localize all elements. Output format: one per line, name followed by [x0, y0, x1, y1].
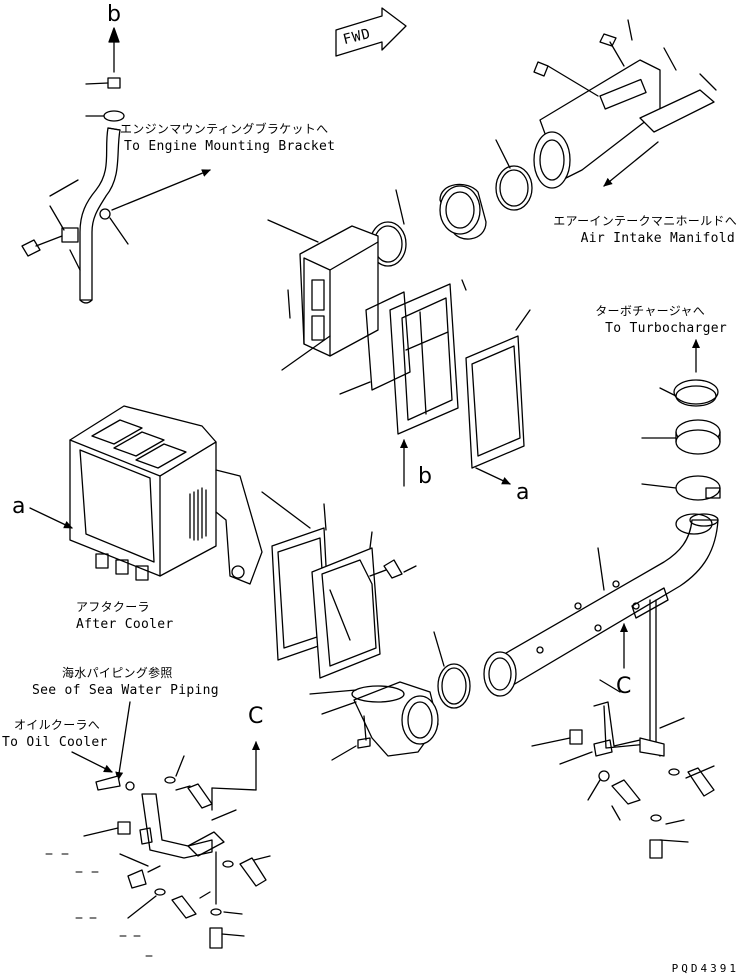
- leader-oil-cooler: [71, 751, 113, 773]
- intake-housing: [267, 219, 379, 371]
- intake-sleeve: [369, 139, 533, 267]
- leader-a-right: [475, 467, 511, 485]
- leader-air-intake: [603, 141, 659, 187]
- after-cooler: [69, 405, 263, 585]
- aftercooler-en-label: After Cooler: [76, 617, 174, 632]
- main-pipe: [483, 513, 719, 697]
- arrow-up-icon: [108, 27, 120, 73]
- marker-b-mid: b: [418, 464, 433, 489]
- gasket-a: [465, 309, 531, 469]
- marker-b-top: b: [107, 2, 122, 27]
- hose-fitting: [21, 77, 129, 304]
- leader-a-left: [29, 507, 73, 529]
- fwd-arrow-badge: [335, 7, 407, 57]
- leader-engine-mount: [111, 169, 211, 211]
- turbo-clamps: [641, 379, 721, 501]
- leader-cooler-gasket: [261, 491, 311, 529]
- aftercooler-jp-label: アフタクーラ: [76, 600, 150, 614]
- sea-water-jp-label: 海水パイピング参照: [62, 666, 173, 680]
- air-intake-en-label: Air Intake Manifold: [580, 231, 735, 246]
- left-bracket-assembly: [83, 755, 271, 949]
- marker-a-right: a: [516, 480, 530, 505]
- engine-mount-jp-label: エンジンマウンティングブラケットへ: [120, 122, 329, 136]
- marker-c-right: C: [616, 674, 632, 699]
- intake-elbow: [533, 19, 717, 189]
- turbo-jp-label: ターボチャージャへ: [595, 304, 705, 318]
- oil-cooler-en-label: To Oil Cooler: [2, 735, 108, 750]
- outlet-elbow: [309, 681, 439, 761]
- turbo-en-label: To Turbocharger: [605, 321, 727, 336]
- dash-marks: [45, 853, 153, 957]
- cooler-outlet-cover: [311, 531, 417, 679]
- cooler-top-ports: [91, 419, 187, 469]
- elbow-clamp: [433, 631, 471, 709]
- oil-cooler-jp-label: オイルクーラへ: [14, 718, 101, 732]
- marker-c-bottom-left: C: [248, 704, 264, 729]
- air-intake-jp-label: エアーインテークマニホールドへ: [553, 214, 737, 228]
- engine-mount-en-label: To Engine Mounting Bracket: [124, 139, 336, 154]
- intake-flange-plate: [339, 279, 467, 435]
- marker-a-left: a: [12, 494, 26, 519]
- drawing-code: PQD4391: [671, 962, 739, 975]
- leader-sea-water: [115, 701, 131, 781]
- sea-water-en-label: See of Sea Water Piping: [32, 683, 219, 698]
- right-bracket-assembly: [531, 599, 715, 859]
